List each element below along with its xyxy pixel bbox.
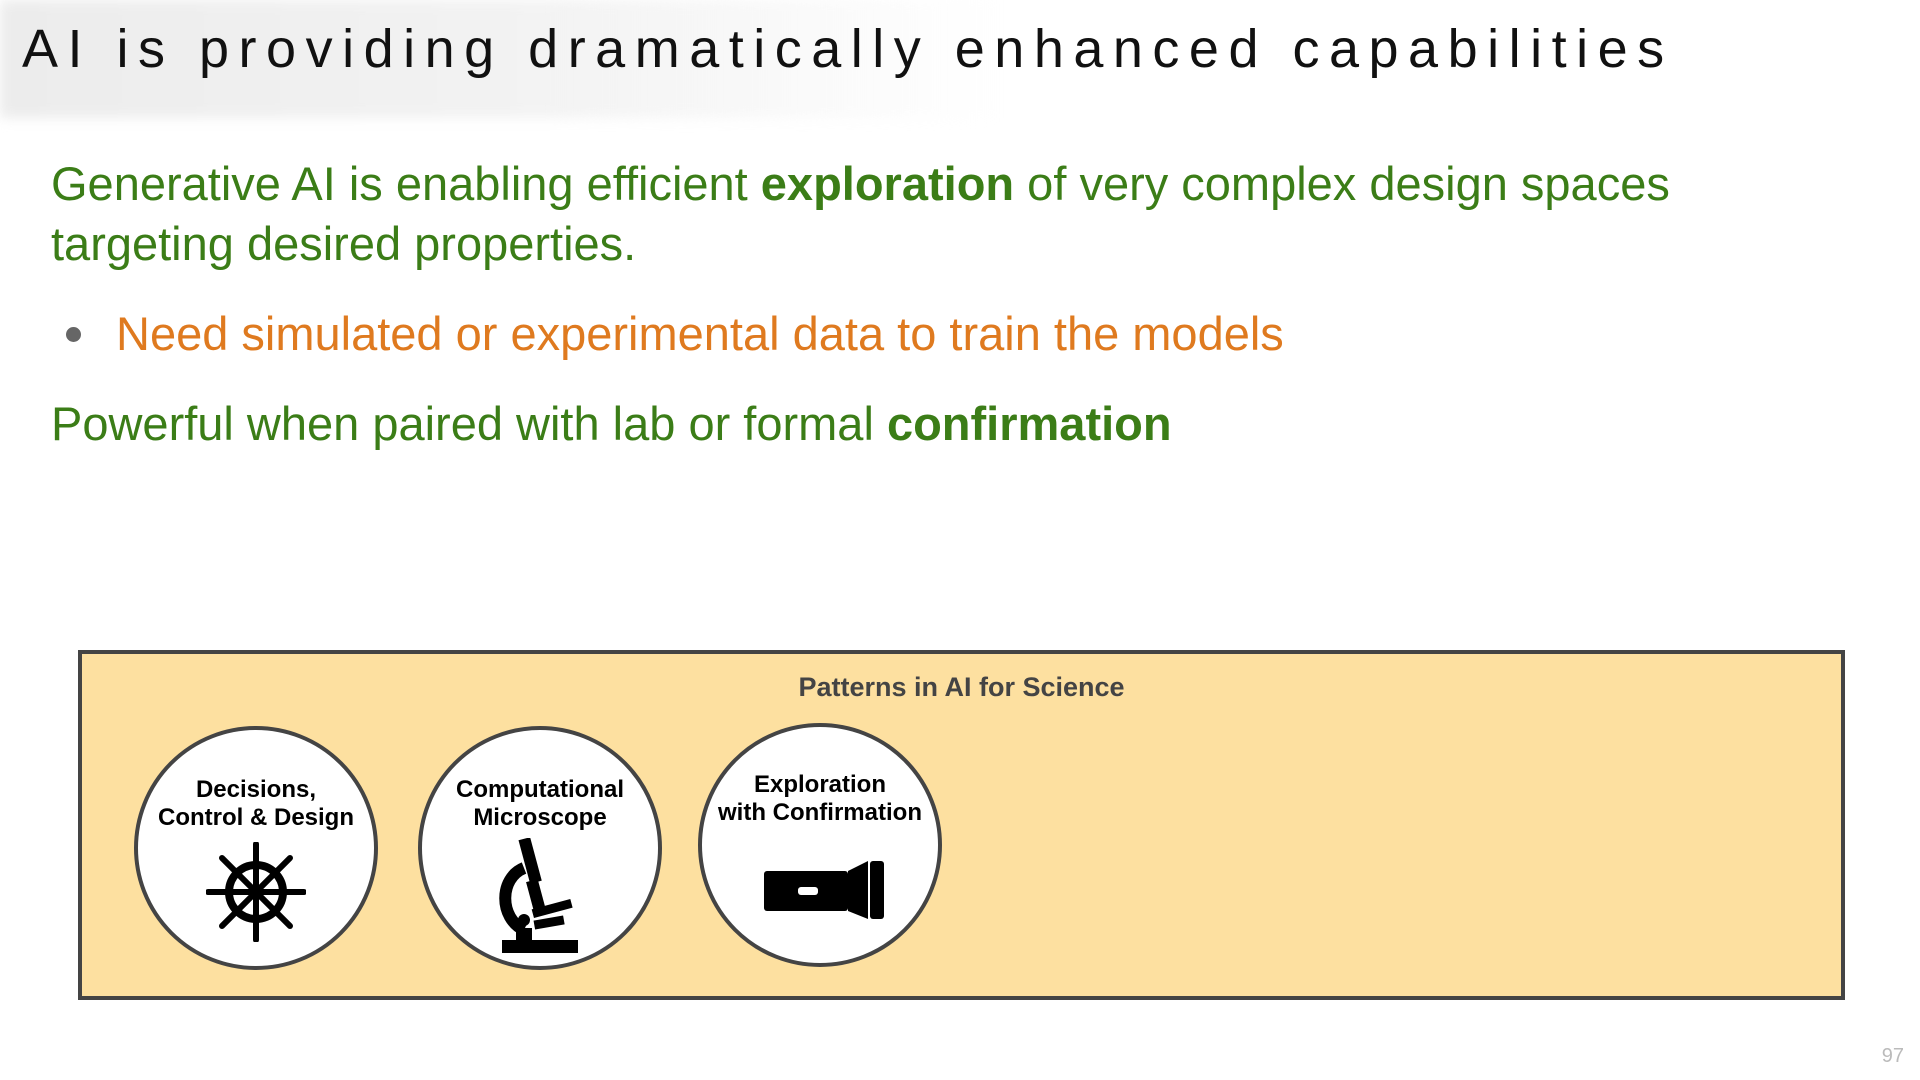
text: of very complex design spaces xyxy=(1014,157,1670,210)
emphasis-confirmation: confirmation xyxy=(886,397,1172,450)
paragraph-confirmation: Powerful when paired with lab or formal … xyxy=(51,394,1172,454)
bullet-item: Need simulated or experimental data to t… xyxy=(66,304,1284,364)
slide-title: AI is providing dramatically enhanced ca… xyxy=(22,19,1674,79)
patterns-box: Patterns in AI for Science Decisions,Con… xyxy=(78,650,1845,1000)
label-line1: Decisions, xyxy=(195,776,317,803)
page-number: 97 xyxy=(1881,1045,1904,1067)
label-line2: Microscope xyxy=(473,804,607,831)
flashlight-icon xyxy=(764,861,884,919)
title-shadow xyxy=(0,0,1000,118)
label-line2: with Confirmation xyxy=(718,799,922,826)
text: Powerful when paired with lab or formal xyxy=(51,397,887,450)
pattern-decisions: Decisions,Control & Design xyxy=(134,726,378,970)
label-line1: Computational xyxy=(456,776,624,803)
label-line2: Control & Design xyxy=(158,804,354,831)
emphasis-exploration: exploration xyxy=(760,157,1015,210)
bullet-text: Need simulated or experimental data to t… xyxy=(116,307,1284,360)
label-line1: Exploration xyxy=(753,771,886,798)
text: Generative AI is enabling efficient xyxy=(51,157,761,210)
ship-wheel-icon xyxy=(206,842,306,942)
microscope-icon xyxy=(499,838,578,953)
patterns-title: Patterns in AI for Science xyxy=(798,672,1125,702)
bullet-dot-icon xyxy=(66,327,81,343)
pattern-label: Decisions,Control & Design xyxy=(138,776,374,832)
paragraph-exploration-line2: targeting desired properties. xyxy=(51,217,637,270)
paragraph-exploration-line1: Generative AI is enabling efficient expl… xyxy=(51,154,1670,214)
